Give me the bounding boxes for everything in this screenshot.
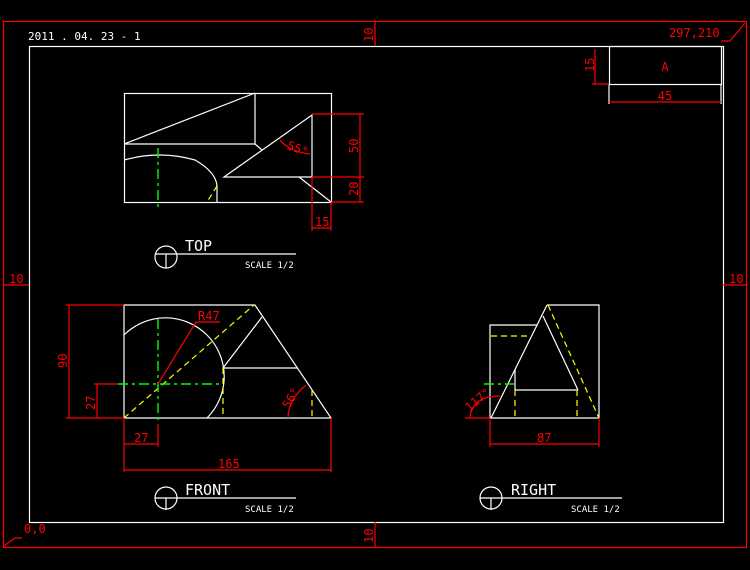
margin-right-dim: 10 — [723, 272, 747, 286]
margin-bottom-dim: 10 — [362, 522, 376, 547]
svg-text:117°: 117° — [462, 385, 493, 414]
front-view-label: FRONT SCALE 1/2 — [154, 481, 296, 515]
svg-text:27: 27 — [84, 396, 98, 410]
svg-text:0,0: 0,0 — [24, 522, 46, 536]
right-dims: 117° 87 — [462, 385, 600, 447]
svg-text:FRONT: FRONT — [185, 481, 230, 499]
svg-text:45: 45 — [658, 89, 672, 103]
title-block-label: A — [661, 60, 669, 74]
svg-text:SCALE 1/2: SCALE 1/2 — [571, 505, 620, 515]
top-view[interactable]: 50 20 15 55° — [123, 92, 364, 231]
svg-text:RIGHT: RIGHT — [511, 481, 556, 499]
svg-text:TOP: TOP — [185, 237, 212, 255]
svg-text:10: 10 — [362, 529, 376, 543]
origin-label: 0,0 — [3, 522, 46, 547]
title-block: A 15 45 — [583, 45, 723, 104]
front-view[interactable]: R47 90 27 27 165 56° — [56, 304, 333, 472]
svg-text:20: 20 — [347, 182, 361, 196]
svg-text:55°: 55° — [285, 138, 310, 159]
svg-text:27: 27 — [134, 431, 148, 445]
svg-text:10: 10 — [729, 272, 743, 286]
svg-text:15: 15 — [315, 215, 329, 229]
svg-text:10: 10 — [9, 272, 23, 286]
svg-text:165: 165 — [218, 457, 240, 471]
margin-left-dim: 10 — [3, 272, 29, 286]
svg-text:SCALE 1/2: SCALE 1/2 — [245, 505, 294, 515]
date-code: 2011 . 04. 23 - 1 — [28, 30, 141, 43]
top-dims: 50 20 15 55° — [279, 113, 364, 231]
margin-top-dim: 10 — [362, 21, 376, 46]
svg-text:R47: R47 — [198, 309, 220, 323]
front-dims: R47 90 27 27 165 56° — [56, 304, 332, 472]
svg-text:56°: 56° — [280, 385, 303, 411]
right-view-label: RIGHT SCALE 1/2 — [479, 481, 622, 515]
svg-text:297,210: 297,210 — [669, 26, 720, 40]
svg-text:10: 10 — [362, 28, 376, 42]
svg-text:87: 87 — [537, 431, 551, 445]
svg-text:50: 50 — [347, 139, 361, 153]
svg-text:90: 90 — [56, 354, 70, 368]
svg-text:SCALE 1/2: SCALE 1/2 — [245, 261, 294, 271]
top-view-label: TOP SCALE 1/2 — [154, 237, 296, 271]
drawing-frame — [28, 45, 725, 524]
right-view[interactable]: 117° 87 — [462, 304, 600, 447]
svg-text:15: 15 — [583, 58, 597, 72]
sheet-size-label: 297,210 — [669, 22, 746, 42]
sheet-border — [2, 20, 748, 549]
